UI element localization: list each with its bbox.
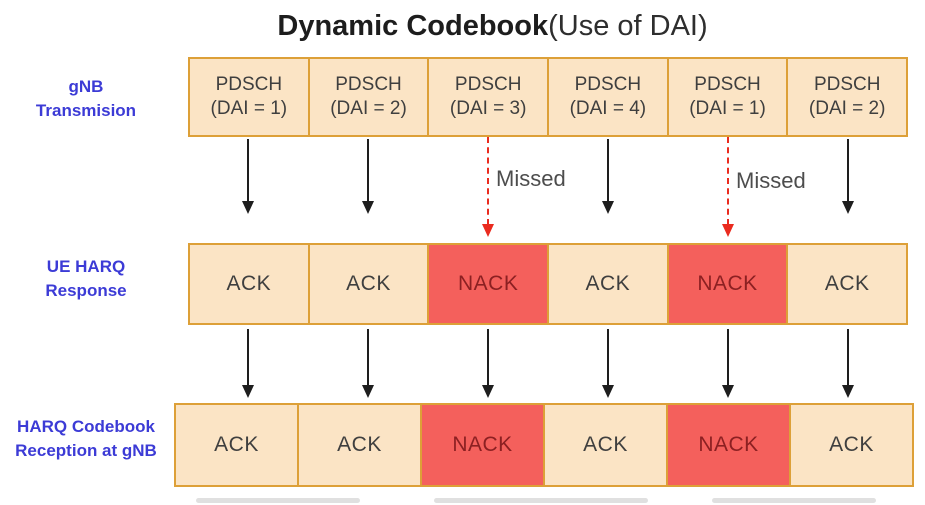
arrow-shaft xyxy=(727,329,729,386)
title-bold-part: Dynamic Codebook xyxy=(277,10,549,42)
bottom-crop-artifact xyxy=(712,498,876,503)
pdsch-box-4: PDSCH (DAI = 4) xyxy=(547,57,669,137)
codebook-row: ACK ACK NACK ACK NACK ACK xyxy=(174,403,914,487)
pdsch-box-1-name: PDSCH xyxy=(215,74,283,95)
bottom-crop-artifact xyxy=(434,498,648,503)
ue-response-row: ACK ACK NACK ACK NACK ACK xyxy=(188,243,909,325)
label-harq-codebook-reception: HARQ Codebook Reception at gNB xyxy=(0,415,172,463)
ue-response-box-6: ACK xyxy=(786,243,909,325)
ue-response-box-5: NACK xyxy=(666,243,789,325)
pdsch-box-4-name: PDSCH xyxy=(574,74,642,95)
arrow-shaft xyxy=(367,139,369,202)
cb-arrow-5 xyxy=(720,329,736,398)
arrow-down-icon xyxy=(242,201,254,214)
pdsch-box-1: PDSCH (DAI = 1) xyxy=(188,57,310,137)
page-title: Dynamic Codebook(Use of DAI) xyxy=(60,10,925,43)
label-ue-line1: UE HARQ xyxy=(46,257,126,276)
arrow-down-icon xyxy=(482,224,494,237)
cb-arrow-1 xyxy=(240,329,256,398)
arrow-shaft xyxy=(727,137,729,225)
ue-response-box-2: ACK xyxy=(307,243,430,325)
codebook-box-4: ACK xyxy=(543,403,668,487)
arrow-shaft xyxy=(247,139,249,202)
arrow-down-icon xyxy=(362,385,374,398)
arrow-down-icon xyxy=(242,385,254,398)
arrow-shaft xyxy=(607,329,609,386)
pdsch-box-2-name: PDSCH xyxy=(335,74,402,95)
arrow-down-icon xyxy=(722,385,734,398)
pdsch-box-2-dai: (DAI = 2) xyxy=(330,98,407,119)
pdsch-box-1-dai: (DAI = 1) xyxy=(210,98,288,119)
pdsch-box-5-name: PDSCH xyxy=(694,74,761,95)
tx-arrow-6 xyxy=(840,139,856,214)
arrow-down-icon xyxy=(842,385,854,398)
cb-arrow-3 xyxy=(480,329,496,398)
cb-arrow-6 xyxy=(840,329,856,398)
codebook-box-2: ACK xyxy=(297,403,422,487)
pdsch-box-6-dai: (DAI = 2) xyxy=(808,98,886,119)
arrow-shaft xyxy=(367,329,369,386)
arrow-down-icon xyxy=(602,385,614,398)
arrow-down-icon xyxy=(362,201,374,214)
arrow-shaft xyxy=(607,139,609,202)
arrow-shaft xyxy=(247,329,249,386)
arrow-shaft xyxy=(487,137,489,225)
pdsch-row: PDSCH (DAI = 1) PDSCH (DAI = 2) PDSCH (D… xyxy=(188,57,909,137)
label-ue-harq-response: UE HARQ Response xyxy=(0,255,172,303)
arrow-shaft xyxy=(847,139,849,202)
missed-annotation-1: Missed xyxy=(496,166,566,191)
bottom-crop-artifact xyxy=(196,498,360,503)
pdsch-box-5-dai: (DAI = 1) xyxy=(689,98,766,119)
codebook-box-3: NACK xyxy=(420,403,545,487)
pdsch-box-5: PDSCH (DAI = 1) xyxy=(666,57,789,137)
codebook-box-6: ACK xyxy=(789,403,914,487)
label-gnb-line2: Transmision xyxy=(35,101,137,120)
ue-response-box-3: NACK xyxy=(427,243,550,325)
label-codebook-line2: Reception at gNB xyxy=(15,441,157,460)
cb-arrow-4 xyxy=(600,329,616,398)
pdsch-box-6: PDSCH (DAI = 2) xyxy=(786,57,909,137)
tx-arrow-3-missed xyxy=(480,137,496,237)
ue-response-box-1: ACK xyxy=(188,243,310,325)
codebook-box-5: NACK xyxy=(666,403,791,487)
pdsch-box-2: PDSCH (DAI = 2) xyxy=(307,57,430,137)
tx-arrow-2 xyxy=(360,139,376,214)
arrow-down-icon xyxy=(602,201,614,214)
pdsch-box-3-name: PDSCH xyxy=(454,74,522,95)
cb-arrow-2 xyxy=(360,329,376,398)
ue-response-box-4: ACK xyxy=(547,243,669,325)
arrow-down-icon xyxy=(482,385,494,398)
label-gnb-line1: gNB xyxy=(68,77,104,96)
arrow-shaft xyxy=(847,329,849,386)
codebook-box-1: ACK xyxy=(174,403,299,487)
pdsch-box-3-dai: (DAI = 3) xyxy=(449,98,527,119)
tx-arrow-4 xyxy=(600,139,616,214)
arrow-shaft xyxy=(487,329,489,386)
tx-arrow-5-missed xyxy=(720,137,736,237)
pdsch-box-6-name: PDSCH xyxy=(813,74,881,95)
pdsch-box-4-dai: (DAI = 4) xyxy=(569,98,647,119)
missed-annotation-2: Missed xyxy=(736,168,806,193)
label-ue-line2: Response xyxy=(45,281,127,300)
label-codebook-line1: HARQ Codebook xyxy=(17,417,155,436)
arrow-down-icon xyxy=(722,224,734,237)
tx-arrow-1 xyxy=(240,139,256,214)
pdsch-box-3: PDSCH (DAI = 3) xyxy=(427,57,550,137)
label-gnb-transmission: gNB Transmision xyxy=(0,75,172,123)
title-regular-part: (Use of DAI) xyxy=(548,10,708,42)
arrow-down-icon xyxy=(842,201,854,214)
